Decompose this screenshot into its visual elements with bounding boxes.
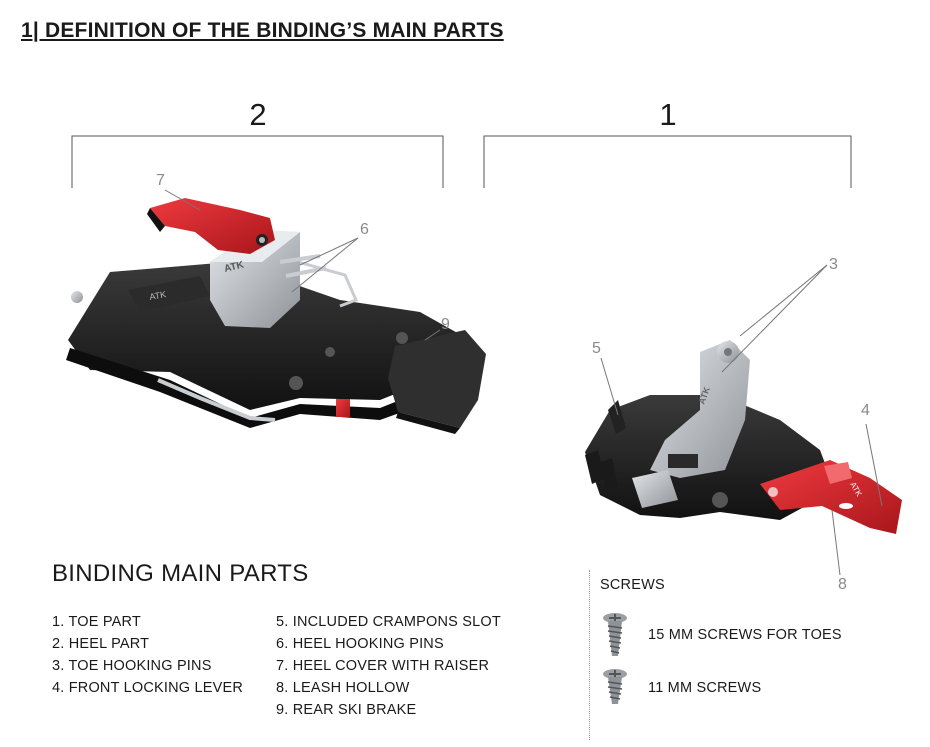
screw-label-11mm: 11 MM SCREWS [648,680,762,696]
heel-part-bracket [71,135,444,188]
list-item: 2. HEEL PART [52,636,150,652]
screws-divider [589,570,590,740]
heel-brand-label: ATK [149,289,167,302]
callout-9: 9 [441,316,450,333]
toe-part-bracket [483,135,852,188]
parts-list-right: 5. INCLUDED CRAMPONS SLOT 6. HEEL HOOKIN… [276,611,501,721]
group-number-heel: 2 [249,97,267,132]
section-title: 1| DEFINITION OF THE BINDING’S MAIN PART… [21,19,504,42]
heel-tower-brand: ATK [223,259,246,275]
screw-long-icon [603,613,627,656]
toe-part-illustration: ATK ATK [585,340,902,534]
callout-leaders [164,189,883,576]
screws-heading: SCREWS [600,577,665,593]
callout-4: 4 [861,402,870,419]
callout-7: 7 [156,172,165,189]
parts-heading: BINDING MAIN PARTS [52,560,309,587]
list-item: 3. TOE HOOKING PINS [52,658,212,674]
screw-label-15mm: 15 MM SCREWS FOR TOES [648,627,842,643]
callout-5: 5 [592,340,601,357]
list-item: 9. REAR SKI BRAKE [276,702,417,718]
callout-6: 6 [360,221,369,238]
callout-8: 8 [838,576,847,593]
screw-short-icon [603,669,627,704]
heel-part-illustration: ATK ATK [66,198,486,434]
list-item: 5. INCLUDED CRAMPONS SLOT [276,614,501,630]
list-item: 6. HEEL HOOKING PINS [276,636,444,652]
list-item: 4. FRONT LOCKING LEVER [52,680,244,696]
list-item: 1. TOE PART [52,614,141,630]
list-item: 8. LEASH HOLLOW [276,680,410,696]
callout-3: 3 [829,256,838,273]
parts-list-left: 1. TOE PART 2. HEEL PART 3. TOE HOOKING … [52,611,243,699]
list-item: 7. HEEL COVER WITH RAISER [276,658,490,674]
group-number-toe: 1 [659,97,677,132]
